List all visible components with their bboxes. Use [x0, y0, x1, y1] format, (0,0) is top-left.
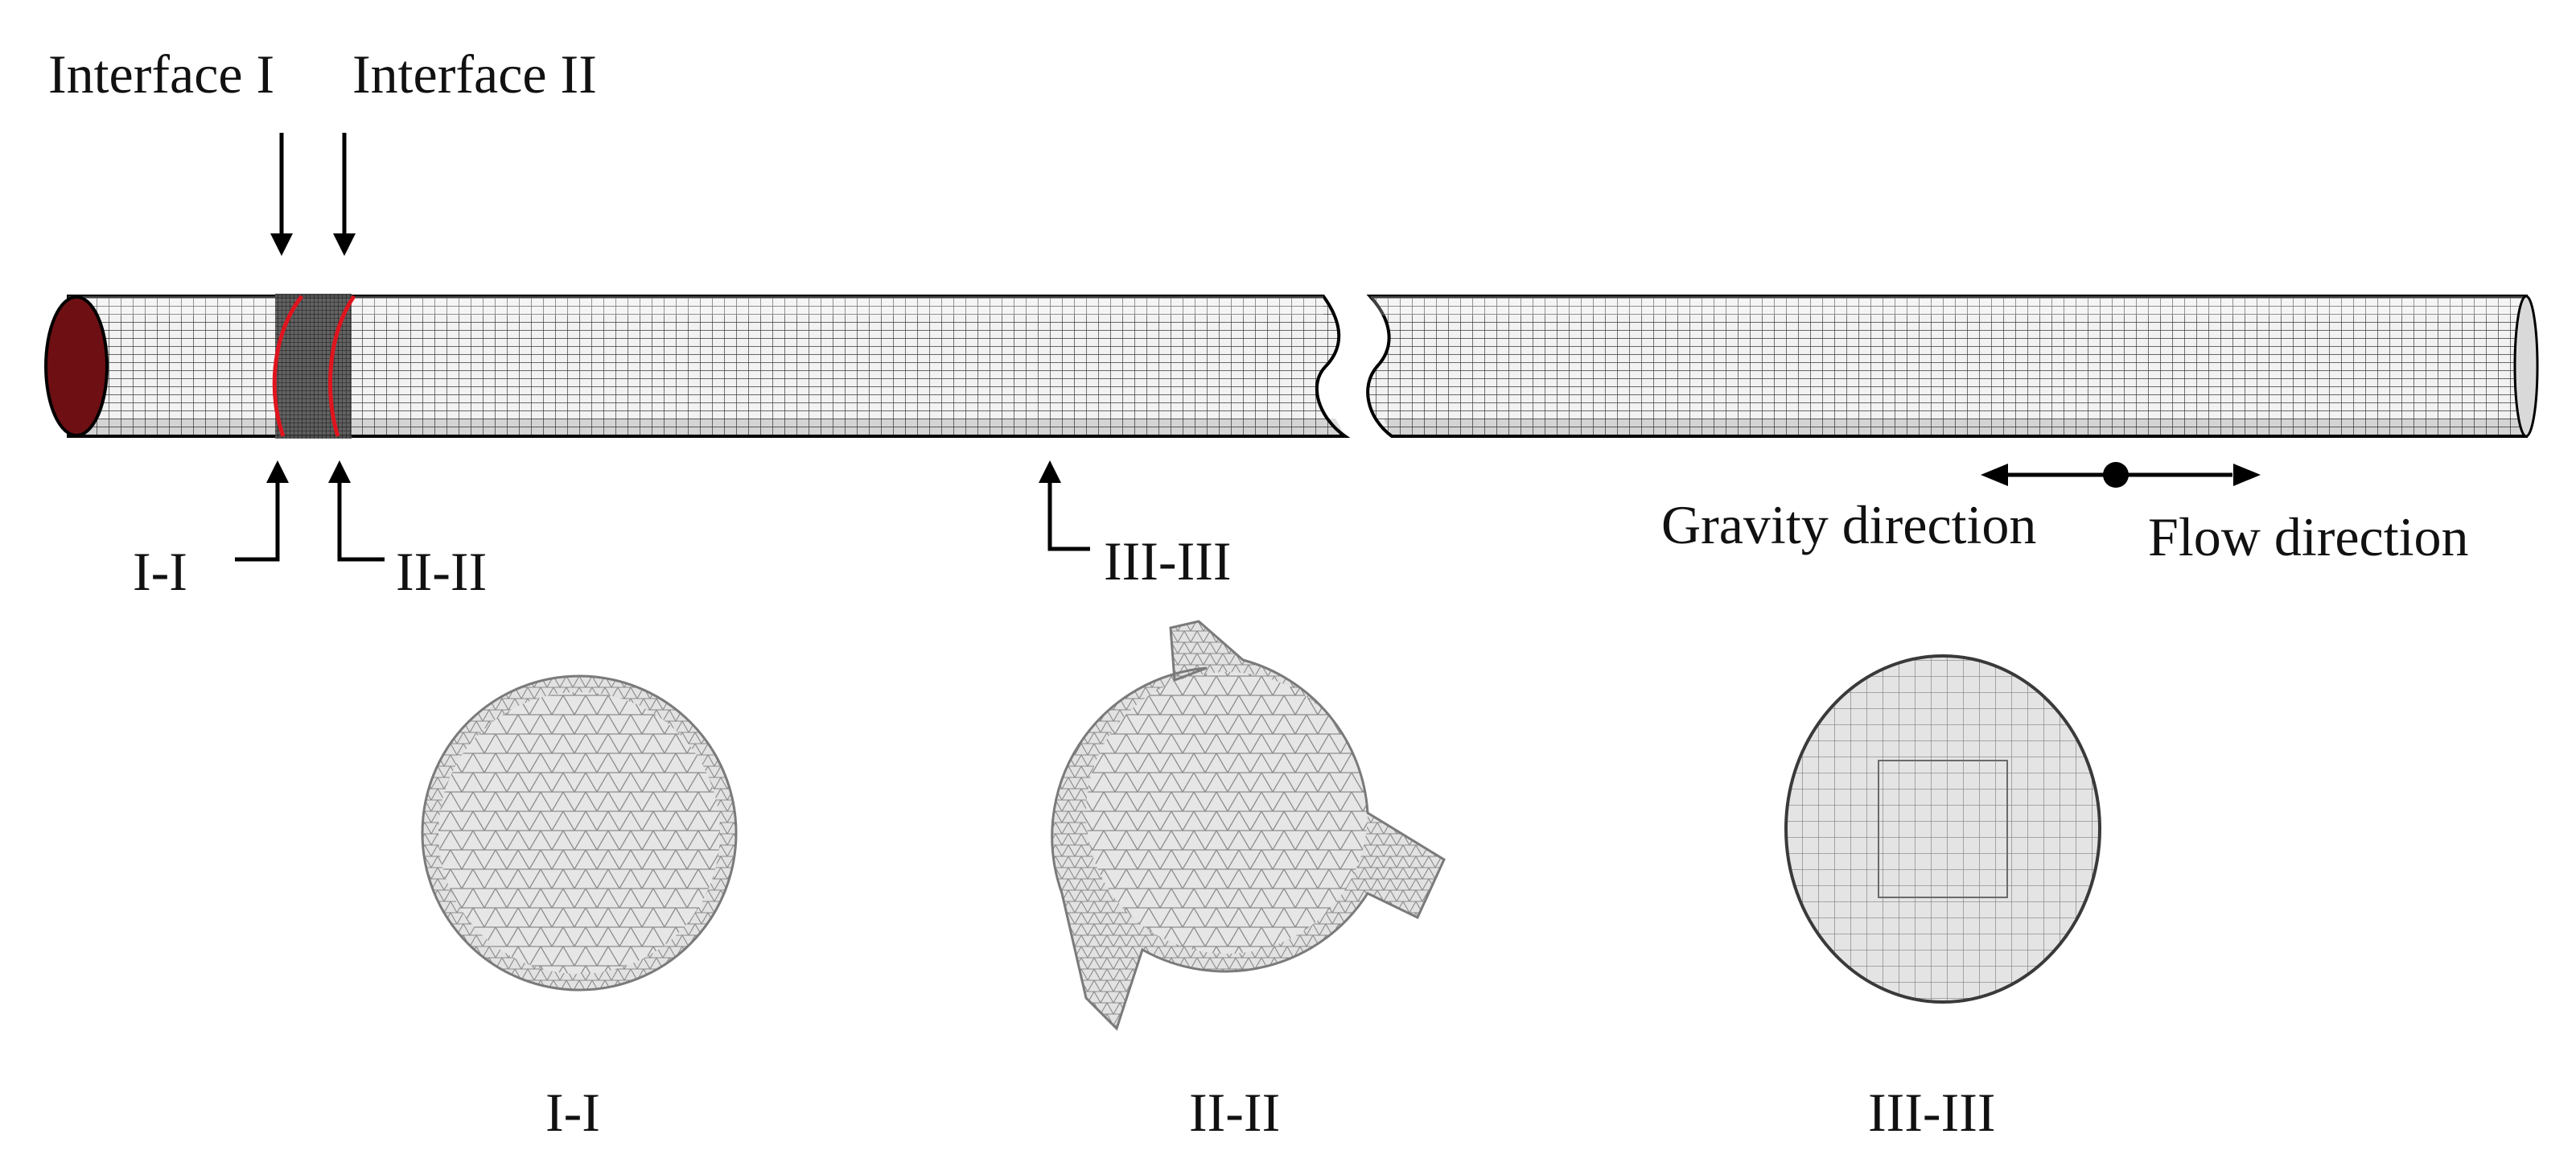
section-iii-callout-label: III-III	[1104, 530, 1232, 592]
section-ii-callout-arrow	[328, 460, 385, 562]
section-i-caption: I-I	[545, 1082, 600, 1143]
direction-indicator	[1981, 462, 2261, 488]
section-ii-caption: II-II	[1189, 1082, 1280, 1143]
section-i-callout-label: I-I	[133, 541, 187, 602]
interface-ii-label: Interface II	[352, 43, 597, 105]
interface-i-ring	[272, 295, 303, 437]
cross-section-iii	[1784, 654, 2101, 1004]
pipe-left-segment	[67, 295, 1351, 438]
cross-section-ii	[1051, 620, 1446, 1030]
interface-i-arrow	[270, 133, 293, 256]
pipe-inlet-face	[44, 295, 109, 437]
section-iii-caption: III-III	[1868, 1082, 1996, 1143]
section-iii-callout-arrow	[1039, 460, 1090, 551]
interface-i-label: Interface I	[48, 43, 274, 105]
interface-dense-mesh	[275, 294, 352, 439]
section-i-callout-arrow	[235, 460, 289, 562]
interface-ii-arrow	[333, 133, 356, 256]
gravity-direction-label: Gravity direction	[1661, 494, 2036, 555]
section-ii-callout-label: II-II	[396, 541, 487, 602]
cross-section-i	[421, 674, 738, 992]
pipe-right-segment	[1366, 295, 2539, 438]
flow-direction-label: Flow direction	[2148, 506, 2469, 567]
interface-ii-ring	[328, 295, 356, 437]
